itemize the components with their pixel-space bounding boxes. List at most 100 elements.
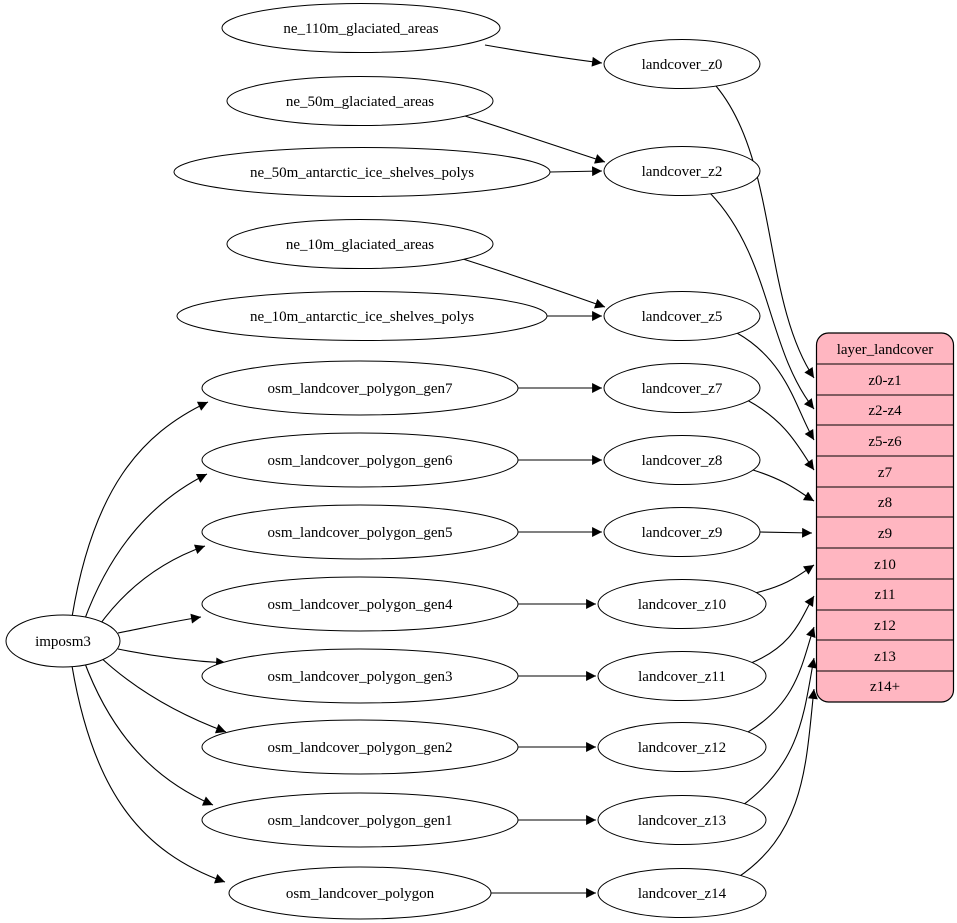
node-ne-10m-antarctic-ice-shelves-polys: ne_10m_antarctic_ice_shelves_polys <box>176 291 548 341</box>
node-ne-10m-glaciated-areas: ne_10m_glaciated_areas <box>226 219 494 269</box>
node-landcover-z2: landcover_z2 <box>603 146 761 196</box>
zoom-ellipse <box>603 363 761 413</box>
source-label: osm_landcover_polygon_gen6 <box>268 453 453 469</box>
edge-ne50m-antarctic-to-z2 <box>549 166 603 177</box>
zoom-ellipse <box>603 39 761 89</box>
source-ellipse <box>226 76 494 126</box>
source-ellipse <box>228 866 492 920</box>
edge-imposm3-to-gen7 <box>71 401 209 618</box>
node-ne-110m-glaciated-areas: ne_110m_glaciated_areas <box>221 3 501 53</box>
source-label: osm_landcover_polygon_gen7 <box>268 381 453 397</box>
table-row-z7: z7 <box>878 465 893 481</box>
table-row-z0-z1: z0-z1 <box>868 373 901 389</box>
zoom-ellipse <box>603 507 761 557</box>
edge-imposm3-to-gen1 <box>83 660 214 806</box>
source-ellipse <box>201 360 519 416</box>
table-row-z9: z9 <box>878 526 892 542</box>
source-label: osm_landcover_polygon_gen2 <box>268 740 453 756</box>
node-landcover-z10: landcover_z10 <box>597 579 767 629</box>
source-label: ne_50m_antarctic_ice_shelves_polys <box>250 165 474 181</box>
zoom-ellipse <box>603 435 761 485</box>
layer-landcover-table: layer_landcover z0-z1 z2-z4 z5-z6 z7 z8 … <box>815 332 955 703</box>
edge-imposm3-to-gen5 <box>97 544 206 628</box>
edge-group-zooms <box>709 85 818 879</box>
zoom-label: landcover_z0 <box>642 57 723 73</box>
table-row-z11: z11 <box>874 587 895 603</box>
table-row-z5-z6: z5-z6 <box>868 434 902 450</box>
zoom-ellipse <box>597 651 767 701</box>
node-landcover-z7: landcover_z7 <box>603 363 761 413</box>
source-ellipse <box>201 792 519 848</box>
table-row-z14plus: z14+ <box>870 679 900 695</box>
zoom-label: landcover_z9 <box>642 525 723 541</box>
zoom-ellipse <box>597 868 767 918</box>
edge-z12-to-row-z12 <box>747 626 816 733</box>
table-row-z10: z10 <box>874 557 896 573</box>
zoom-label: landcover_z10 <box>638 597 726 613</box>
zoom-label: landcover_z12 <box>638 740 726 756</box>
zoom-label: landcover_z8 <box>642 453 723 469</box>
zoom-ellipse <box>603 146 761 196</box>
node-landcover-z14: landcover_z14 <box>597 868 767 918</box>
node-landcover-z0: landcover_z0 <box>603 39 761 89</box>
source-ellipse <box>201 432 519 488</box>
source-label: ne_110m_glaciated_areas <box>283 21 438 37</box>
edge-z0-to-row-z0-z1 <box>715 85 815 379</box>
source-label: osm_landcover_polygon_gen1 <box>268 813 453 829</box>
source-ellipse <box>221 3 501 53</box>
edge-imposm3-to-polygon <box>71 665 226 884</box>
node-osm-landcover-polygon-gen6: osm_landcover_polygon_gen6 <box>201 432 519 488</box>
source-label: ne_10m_antarctic_ice_shelves_polys <box>250 309 474 325</box>
source-label: osm_landcover_polygon_gen3 <box>268 669 453 685</box>
edge-z10-to-row-z10 <box>754 564 815 594</box>
edge-group-importer <box>71 401 227 884</box>
source-label: osm_landcover_polygon <box>286 886 435 902</box>
source-ellipse <box>226 219 494 269</box>
table-title: layer_landcover <box>837 342 934 358</box>
zoom-ellipse <box>597 579 767 629</box>
zoom-label: landcover_z2 <box>642 164 723 180</box>
source-ellipse <box>201 504 519 560</box>
node-ne-50m-antarctic-ice-shelves-polys: ne_50m_antarctic_ice_shelves_polys <box>173 147 551 197</box>
source-ellipse <box>173 147 551 197</box>
edge-ne110m-to-z0 <box>484 44 603 67</box>
zoom-ellipse <box>597 795 767 845</box>
zoom-label: landcover_z5 <box>642 309 723 325</box>
zoom-ellipse <box>597 722 767 772</box>
edge-z2-to-row-z2-z4 <box>709 192 815 410</box>
source-label: ne_10m_glaciated_areas <box>286 237 434 253</box>
table-row-z2-z4: z2-z4 <box>868 403 902 419</box>
node-landcover-z9: landcover_z9 <box>603 507 761 557</box>
edge-group-sources <box>462 44 606 898</box>
edge-imposm3-to-gen2 <box>97 654 227 734</box>
edge-z9-to-row-z9 <box>759 527 813 538</box>
source-ellipse <box>201 719 519 775</box>
source-ellipse <box>201 576 519 632</box>
node-osm-landcover-polygon-gen3: osm_landcover_polygon_gen3 <box>201 648 519 704</box>
zoom-ellipse <box>603 291 761 341</box>
source-label: ne_50m_glaciated_areas <box>286 94 434 110</box>
node-osm-landcover-polygon-gen4: osm_landcover_polygon_gen4 <box>201 576 519 632</box>
table-row-z12: z12 <box>874 618 896 634</box>
node-imposm3: imposm3 <box>5 614 121 668</box>
edge-ne10m-glaciated-to-z5 <box>462 258 606 309</box>
edge-imposm3-to-gen6 <box>83 473 208 622</box>
node-landcover-z8: landcover_z8 <box>603 435 761 485</box>
table-row-z8: z8 <box>878 495 892 511</box>
node-osm-landcover-polygon-gen5: osm_landcover_polygon_gen5 <box>201 504 519 560</box>
zoom-label: landcover_z14 <box>638 886 727 902</box>
edge-z8-to-row-z8 <box>752 469 815 502</box>
imposm3-label: imposm3 <box>35 634 91 650</box>
zoom-label: landcover_z11 <box>638 669 726 685</box>
node-ne-50m-glaciated-areas: ne_50m_glaciated_areas <box>226 76 494 126</box>
edge-z5-to-row-z5-z6 <box>736 332 815 441</box>
source-ellipse <box>201 648 519 704</box>
node-osm-landcover-polygon-gen7: osm_landcover_polygon_gen7 <box>201 360 519 416</box>
node-landcover-z13: landcover_z13 <box>597 795 767 845</box>
source-ellipse <box>176 291 548 341</box>
edge-ne50m-glaciated-to-z2 <box>464 115 606 164</box>
node-osm-landcover-polygon-gen2: osm_landcover_polygon_gen2 <box>201 719 519 775</box>
edge-imposm3-to-gen3 <box>117 648 227 668</box>
